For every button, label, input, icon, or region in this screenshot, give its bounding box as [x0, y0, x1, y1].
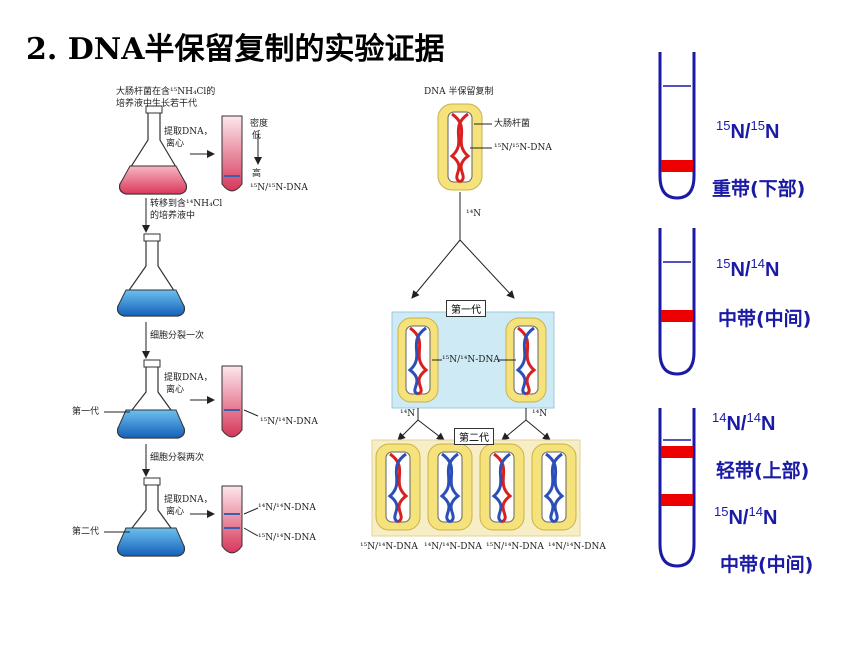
tube2-label: 15N/14N: [716, 256, 780, 281]
gen1-box-label: 第一代: [446, 300, 486, 317]
flask-4: [117, 477, 185, 557]
bottom-label-2: ¹⁴N/¹⁴N-DNA: [424, 542, 482, 552]
low-label: 低: [252, 131, 262, 141]
high-label: 高: [252, 169, 262, 179]
right-tube-2: [658, 228, 696, 376]
bottom-label-1: ¹⁵N/¹⁴N-DNA: [360, 542, 418, 552]
page-title: 2. DNA半保留复制的实验证据: [26, 32, 445, 67]
left-tube-1: [221, 115, 243, 192]
n14-right-label: ¹⁴N: [532, 409, 548, 419]
divide-twice-label: 细胞分裂两次: [150, 453, 205, 463]
gen2-box-label: 第二代: [454, 428, 494, 445]
dna-label-3b: ¹⁵N/¹⁴N-DNA: [258, 533, 316, 543]
tube3-band-text-2: 中带(中间): [720, 554, 814, 576]
caption-top-2: 培养液中生长若干代: [116, 99, 198, 109]
centrifuge-label-1: 离心: [166, 139, 185, 149]
generation-2-label: 第二代: [72, 527, 100, 537]
left-tube-3: [221, 485, 243, 554]
divide-once-label: 细胞分裂一次: [150, 331, 205, 341]
flask-1: [119, 105, 187, 195]
transfer-label-2: 的培养液中: [150, 211, 196, 221]
dna-label-3a: ¹⁴N/¹⁴N-DNA: [258, 503, 316, 513]
gen2-cell-1: [375, 443, 421, 531]
parent-dna-label: ¹⁵N/¹⁵N-DNA: [494, 143, 552, 153]
n14-left-label: ¹⁴N: [400, 409, 416, 419]
gen2-cell-3: [479, 443, 525, 531]
n14-top-label: ¹⁴N: [466, 209, 482, 219]
extract-label-2: 提取DNA，: [164, 373, 213, 383]
density-label: 密度: [250, 119, 269, 129]
flask-2: [117, 233, 185, 317]
centrifuge-label-2: 离心: [166, 385, 185, 395]
ecoli-label: 大肠杆菌: [494, 119, 531, 129]
generation-1-label: 第一代: [72, 407, 100, 417]
right-tube-1: [658, 52, 696, 200]
dna-label-1: ¹⁵N/¹⁵N-DNA: [250, 183, 308, 193]
bottom-label-4: ¹⁴N/¹⁴N-DNA: [548, 542, 606, 552]
right-tube-3: [658, 408, 696, 568]
tube2-band-text: 中带(中间): [718, 308, 812, 330]
extract-label-3: 提取DNA，: [164, 495, 213, 505]
gen1-dna-label: ¹⁵N/¹⁴N-DNA: [442, 355, 500, 365]
tube1-label: 15N/15N: [716, 118, 780, 143]
left-tube-2: [221, 365, 243, 438]
gen2-cell-2: [427, 443, 473, 531]
middle-title: DNA 半保留复制: [424, 87, 494, 97]
centrifuge-label-3: 离心: [166, 507, 185, 517]
bottom-label-3: ¹⁵N/¹⁴N-DNA: [486, 542, 544, 552]
tube1-band-text: 重带(下部): [712, 178, 806, 200]
tube3-label-1: 14N/14N: [712, 410, 776, 435]
extract-label-1: 提取DNA，: [164, 127, 213, 137]
flask-3: [117, 359, 185, 439]
parent-cell: [437, 103, 483, 191]
tube3-label-2: 15N/14N: [714, 504, 778, 529]
caption-top: 大肠杆菌在含¹⁵NH₄Cl的: [116, 87, 216, 97]
tube3-band-text-1: 轻带(上部): [716, 460, 810, 482]
gen1-cell-left: [397, 317, 439, 403]
dna-label-2: ¹⁵N/¹⁴N-DNA: [260, 417, 318, 427]
gen1-cell-right: [505, 317, 547, 403]
transfer-label: 转移到含¹⁴NH₄Cl: [150, 199, 223, 209]
gen2-cell-4: [531, 443, 577, 531]
